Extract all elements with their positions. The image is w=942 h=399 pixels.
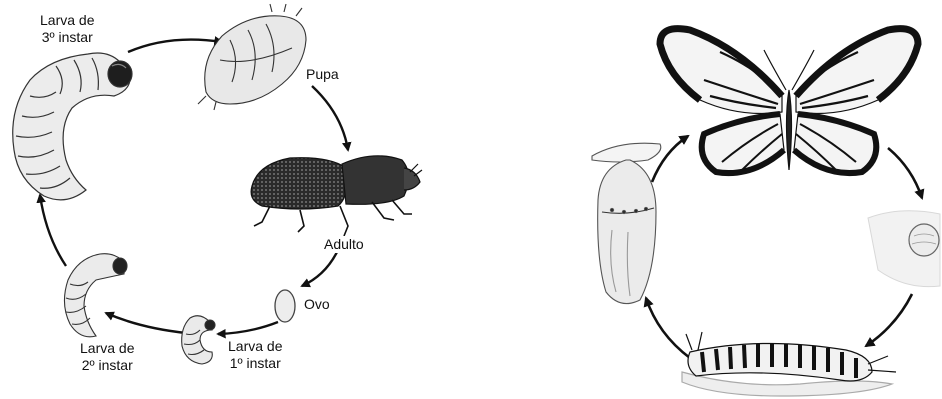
caterpillar-illustration (682, 332, 896, 396)
larva-3rd-instar-illustration (13, 53, 132, 200)
egg-illustration (275, 290, 295, 322)
label-larva-1st-instar: Larva de 1º instar (228, 338, 282, 372)
label-adult: Adulto (324, 236, 364, 253)
arrow-caterpillar-to-chrysalis (646, 298, 690, 358)
label-pupa: Pupa (306, 66, 339, 83)
arrow-butterfly-to-egg (888, 148, 922, 198)
adult-beetle-illustration (251, 156, 422, 236)
arrow-adult-to-egg (302, 250, 338, 286)
monarch-butterfly-illustration (660, 29, 918, 173)
larva-2nd-instar-illustration (64, 254, 127, 337)
arrow-larva3-to-pupa (128, 40, 222, 52)
label-larva-2nd-instar: Larva de 2º instar (80, 340, 134, 374)
arrow-egg-to-larva1 (218, 322, 278, 334)
arrow-larva2-to-larva3 (40, 195, 66, 266)
label-egg: Ovo (304, 296, 330, 313)
chrysalis-illustration (592, 143, 661, 303)
pupa-illustration (198, 4, 306, 110)
label-larva-3rd-instar: Larva de 3º instar (40, 12, 94, 46)
butterfly-egg-on-leaf-illustration (868, 211, 940, 287)
larva-1st-instar-illustration (182, 316, 215, 364)
arrow-chrysalis-to-butterfly (652, 136, 688, 182)
arrow-pupa-to-adult (312, 86, 348, 150)
arrow-egg-to-caterpillar (866, 294, 912, 346)
arrow-larva1-to-larva2 (106, 313, 186, 333)
